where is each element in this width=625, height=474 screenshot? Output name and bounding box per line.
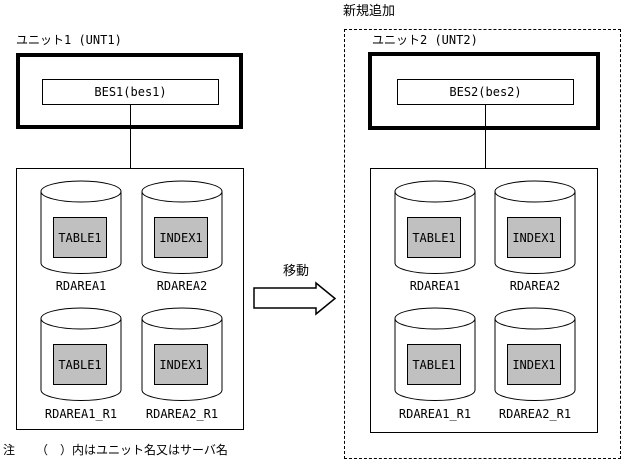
move-label: 移動 — [282, 264, 309, 279]
rdarea2-r1-cylinder: INDEX1 — [494, 307, 576, 401]
unit2-server-box: BES2(bes2) — [397, 79, 574, 105]
note-text: （ ）内はユニット名又はサーバ名 — [36, 443, 228, 457]
rdarea2-cylinder: INDEX1 — [494, 180, 576, 274]
rdarea1-label: RDAREA1 — [55, 279, 107, 293]
index1-object-box: INDEX1 — [507, 344, 561, 385]
rdarea1-r1-cylinder: TABLE1 — [40, 307, 122, 401]
rdarea2-r1-label: RDAREA2_R1 — [498, 407, 572, 421]
rdarea1-cylinder: TABLE1 — [40, 180, 122, 274]
rdarea1-r1-label: RDAREA1_R1 — [398, 407, 472, 421]
rdarea2-cylinder: INDEX1 — [141, 180, 223, 274]
index1-object-box: INDEX1 — [507, 217, 561, 258]
table1-object-box: TABLE1 — [407, 217, 461, 258]
rdarea2-r1-label: RDAREA2_R1 — [145, 407, 219, 421]
index1-object-box: INDEX1 — [154, 344, 208, 385]
new-addition-dashed-box — [344, 29, 621, 459]
rdarea1-r1-cylinder: TABLE1 — [394, 307, 476, 401]
table1-object-box: TABLE1 — [53, 217, 107, 258]
index1-object-box: INDEX1 — [154, 217, 208, 258]
rdarea2-label: RDAREA2 — [509, 279, 561, 293]
unit1-title: ユニット1 (UNT1) — [16, 33, 122, 47]
table1-object-box: TABLE1 — [53, 344, 107, 385]
rdarea1-r1-label: RDAREA1_R1 — [44, 407, 118, 421]
move-arrow-icon — [253, 281, 337, 316]
table1-object-box: TABLE1 — [407, 344, 461, 385]
unit1-server-box: BES1(bes1) — [42, 79, 219, 105]
rdarea1-label: RDAREA1 — [409, 279, 461, 293]
note-prefix: 注 — [3, 443, 16, 457]
rdarea1-cylinder: TABLE1 — [394, 180, 476, 274]
rdarea2-label: RDAREA2 — [156, 279, 208, 293]
unit2-title: ユニット2 (UNT2) — [372, 33, 478, 47]
unit2-connector-line — [485, 104, 486, 168]
new-addition-label: 新規追加 — [343, 4, 396, 19]
rdarea2-r1-cylinder: INDEX1 — [141, 307, 223, 401]
unit1-connector-line — [130, 104, 131, 168]
